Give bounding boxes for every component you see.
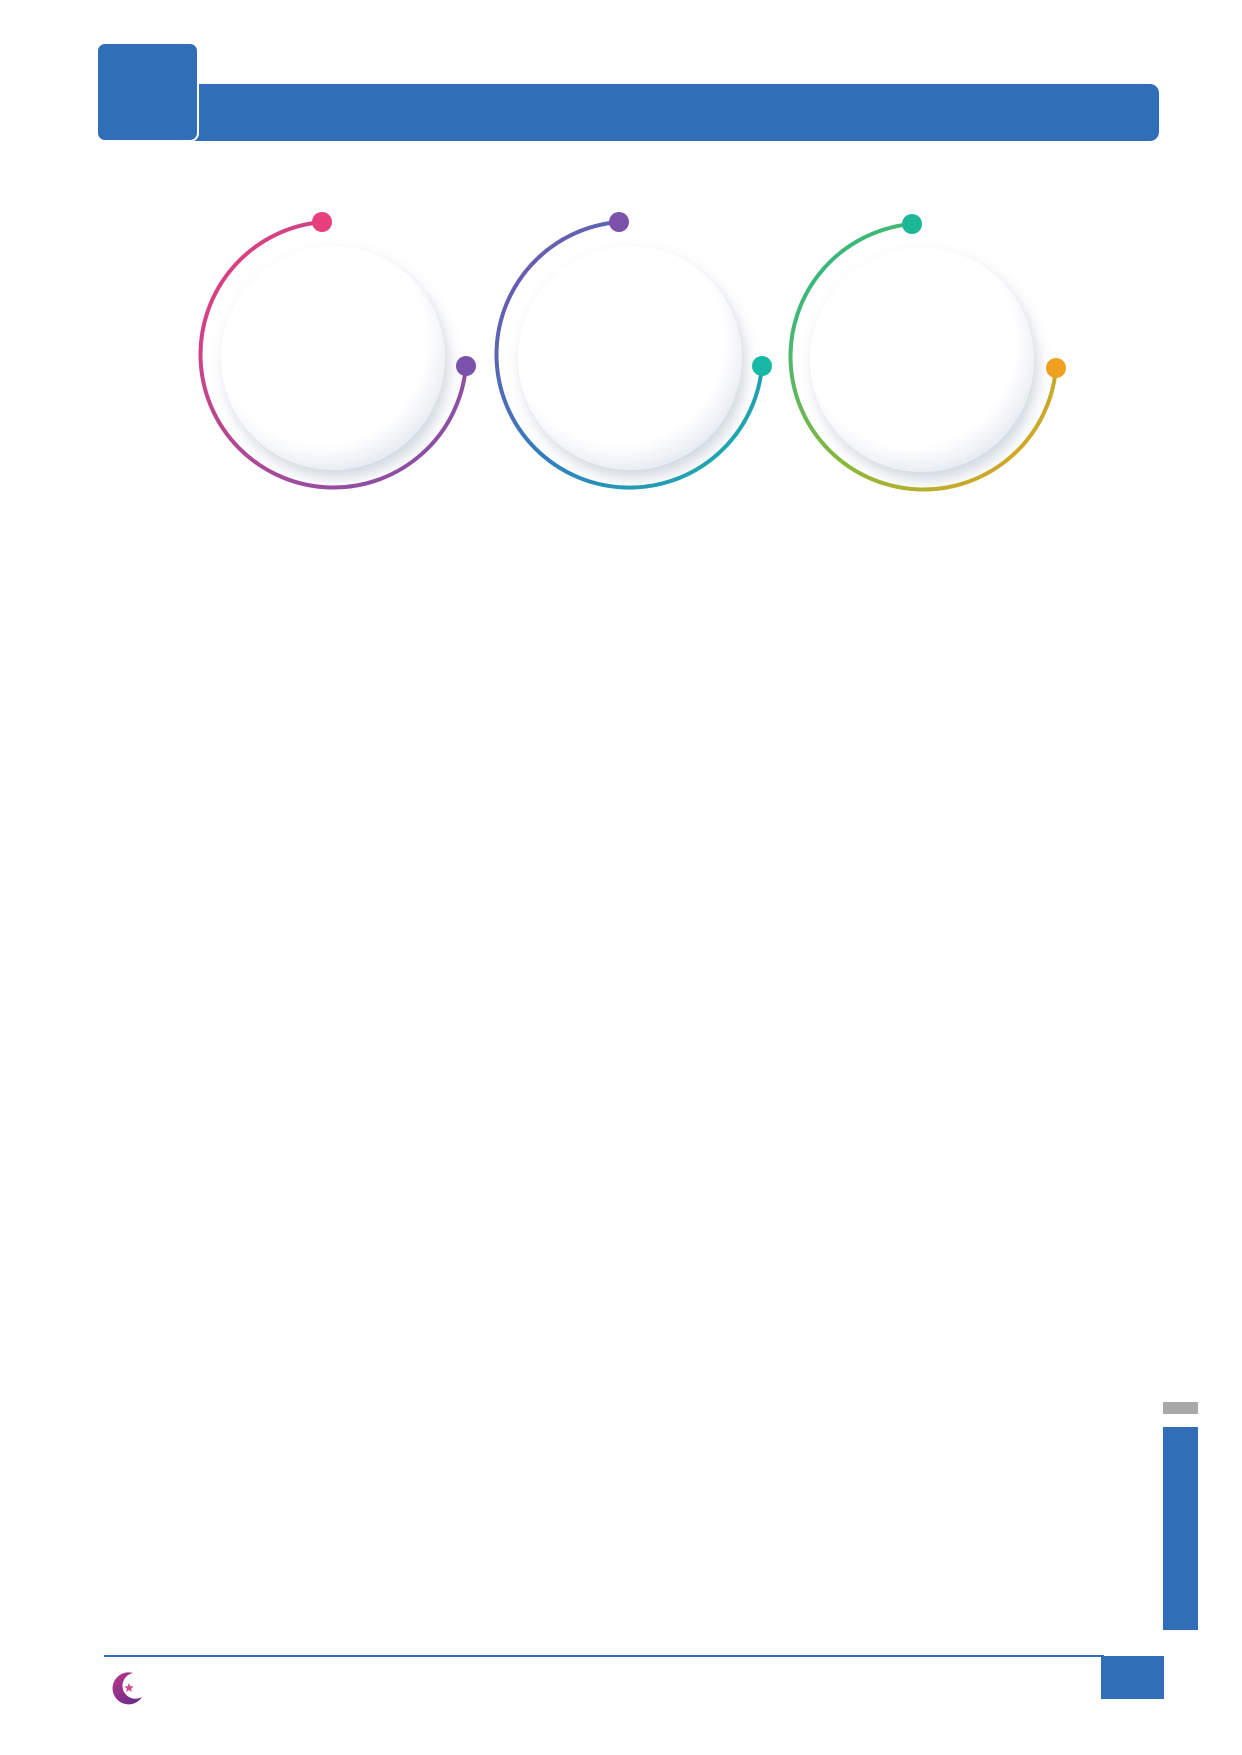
circles-infographic <box>198 212 1066 492</box>
circle-2-disc <box>518 246 742 470</box>
circle-2-side-dot <box>752 356 772 376</box>
crescent-star-logo-icon <box>112 1672 142 1705</box>
circle-1-side-dot <box>456 356 476 376</box>
circle-item-2 <box>494 212 772 490</box>
circle-3-arc <box>788 222 1058 492</box>
circle-3-side-dot <box>1046 358 1066 378</box>
circle-1-arc <box>198 220 468 490</box>
circle-1-top-dot <box>312 212 332 232</box>
circle-3-top-dot <box>902 214 922 234</box>
circle-item-1 <box>198 212 476 490</box>
title-bar <box>192 84 1159 141</box>
side-tab-blue <box>1163 1427 1198 1630</box>
circle-2-arc <box>494 220 764 490</box>
side-tab-gray-marker <box>1163 1402 1198 1414</box>
page-number-box <box>1101 1656 1164 1699</box>
footer-rule <box>104 1655 1104 1657</box>
circle-2-top-dot <box>609 212 629 232</box>
circle-1-disc <box>221 246 445 470</box>
circle-item-3 <box>788 214 1066 492</box>
circle-3-disc <box>810 248 1034 472</box>
chapter-number-box <box>96 42 199 142</box>
